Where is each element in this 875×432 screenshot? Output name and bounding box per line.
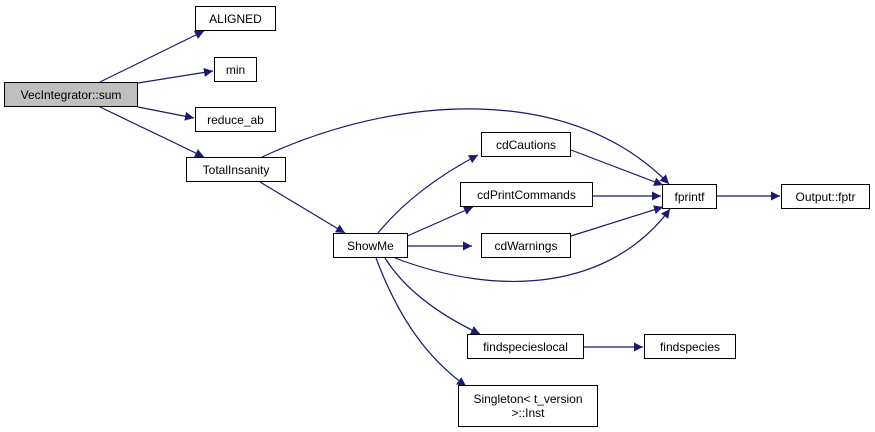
edge-showme-to-cdprintcommands [404,206,474,238]
node-label-line-1: Singleton< t_version [473,392,583,406]
edge-showme-to-cdcautions [377,154,479,234]
node-reduce-ab[interactable]: reduce_ab [195,107,276,132]
edge-totalinsanity-to-showme [259,181,346,234]
node-label: findspecies [659,339,721,354]
node-label: reduce_ab [207,112,264,127]
node-findspecies[interactable]: findspecies [644,334,736,359]
edge-cdwarnings-to-fprintf [570,205,664,237]
node-label: fprintf [674,189,705,204]
node-label: TotalInsanity [202,162,270,177]
edge-totalinsanity-to-fprintf [261,108,670,185]
node-cdcautions[interactable]: cdCautions [481,132,571,157]
node-cdwarnings[interactable]: cdWarnings [481,233,571,258]
node-showme[interactable]: ShowMe [333,233,408,258]
edge-vecintegrator-sum-to-min [137,67,214,84]
edge-showme-to-findspecieslocal [384,257,481,335]
node-vecintegrator-sum: VecIntegrator::sum [4,82,138,107]
node-output-fptr[interactable]: Output::fptr [781,184,870,209]
node-label: ShowMe [347,238,394,253]
edge-vecintegrator-sum-to-aligned [99,30,205,83]
node-label: cdWarnings [494,238,558,253]
node-label: ALIGNED [209,11,262,26]
node-label: cdPrintCommands [477,187,576,202]
node-fprintf[interactable]: fprintf [662,184,717,209]
node-label: cdCautions [495,137,557,152]
edge-vecintegrator-sum-to-reduce-ab [137,106,195,121]
edge-cdcautions-to-fprintf [570,149,664,187]
node-label: VecIntegrator::sum [20,87,122,102]
node-singleton-inst[interactable]: Singleton< t_version >::Inst [458,385,598,427]
node-totalinsanity[interactable]: TotalInsanity [186,157,286,182]
node-aligned[interactable]: ALIGNED [195,6,276,31]
node-label: findspecieslocal [483,339,568,354]
edge-showme-to-singleton [375,257,467,387]
edge-showme-to-fprintf [394,208,671,283]
node-label-line-2: >::Inst [511,406,545,420]
edge-vecintegrator-sum-to-totalinsanity [99,106,205,158]
node-cdprintcommands[interactable]: cdPrintCommands [460,182,593,207]
node-min[interactable]: min [214,57,257,82]
node-label: min [225,62,246,77]
node-label: Output::fptr [795,189,856,204]
node-findspecieslocal[interactable]: findspecieslocal [467,334,584,359]
